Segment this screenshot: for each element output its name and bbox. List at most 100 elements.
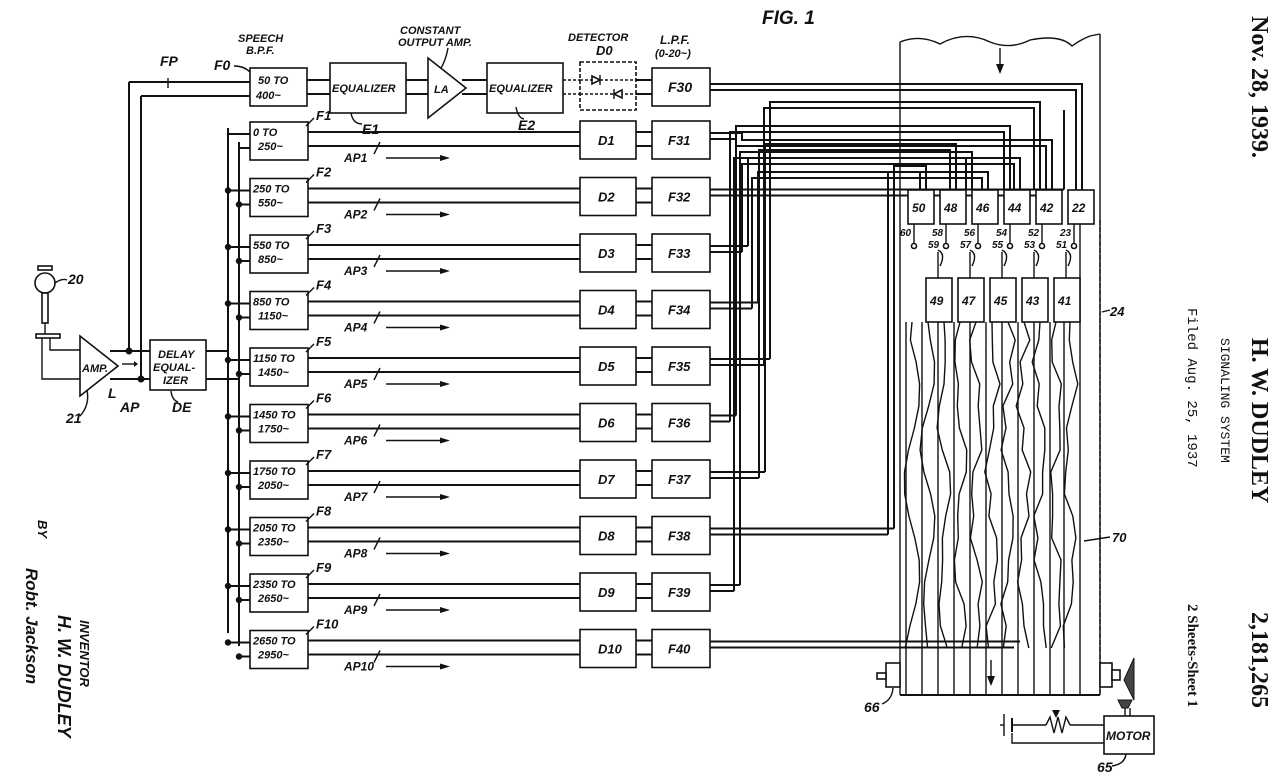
- delay-equalizer-ref: DE: [172, 399, 192, 415]
- recorded-trace: [968, 321, 984, 649]
- equalizer-1-ref: E1: [362, 121, 379, 137]
- routing-wires: [729, 101, 1065, 643]
- amplifier-label: AMP.: [81, 363, 108, 375]
- equalizer-2-ref: E2: [518, 117, 535, 133]
- bandpass-filter-box: [249, 460, 309, 500]
- recorded-trace: [1000, 321, 1016, 649]
- filter-ref: F4: [316, 278, 332, 293]
- recorder-unit-label: 41: [1057, 294, 1072, 308]
- stylus-ref-lower: 59: [928, 240, 940, 251]
- filter-ref: F7: [316, 447, 332, 462]
- junction-dot: [224, 243, 232, 251]
- recorder-lower-unit: [1021, 277, 1049, 323]
- bandpass-filter-box: [249, 121, 309, 161]
- recorder-upper-unit: [1067, 189, 1095, 225]
- detector-box: [579, 346, 637, 386]
- stylus-ref-upper: 54: [996, 228, 1008, 239]
- arrow-head: [440, 324, 450, 331]
- ap-label: AP2: [343, 208, 368, 222]
- routing-wire: [758, 149, 951, 478]
- speech-bpf-box: [249, 67, 308, 107]
- constant-amp-title-1: CONSTANT: [400, 25, 462, 37]
- lowpass-filter-label: F36: [668, 416, 691, 431]
- stylus-ref-upper: 23: [1059, 228, 1072, 239]
- recorded-trace: [919, 321, 936, 649]
- detector-label: D9: [598, 585, 615, 600]
- microphone: [34, 265, 61, 339]
- arrow-head: [440, 211, 450, 218]
- ap-label: AP1: [343, 151, 368, 165]
- filter-ref: F10: [316, 617, 339, 632]
- lowpass-filter-box: [651, 289, 711, 330]
- bandpass-filter-box: [249, 629, 309, 670]
- filter-range-from: 0 TO: [253, 127, 278, 139]
- constant-amp-title-2: OUTPUT AMP.: [398, 37, 472, 49]
- detector-label: D10: [598, 642, 623, 657]
- detector-box: [579, 120, 637, 160]
- detector-label: D8: [598, 529, 615, 544]
- recorder-lower-unit: [989, 277, 1017, 323]
- filter-range-to: 550~: [258, 198, 283, 210]
- recorder-lower-unit: [1053, 277, 1081, 323]
- delay-equalizer-line-2: EQUAL-: [153, 362, 196, 374]
- junction-dot: [224, 187, 232, 194]
- delay-equalizer-line-1: DELAY: [158, 349, 196, 361]
- ap-label: AP3: [343, 264, 368, 278]
- lowpass-filter-label: F33: [668, 246, 691, 261]
- recorder-unit-label: 42: [1039, 201, 1054, 215]
- arrow-head: [440, 381, 450, 387]
- lpf-f30-label: F30: [668, 79, 692, 95]
- filter-ref: F9: [316, 560, 332, 575]
- filter-range-from: 550 TO: [253, 240, 290, 252]
- speech-bpf-title-2: B.P.F.: [246, 45, 275, 57]
- recorder-unit-label: 44: [1007, 201, 1022, 215]
- stylus-ref-upper: 56: [964, 228, 976, 239]
- filter-ref: F3: [316, 221, 332, 236]
- header-sheets: 2 Sheets-Sheet 1: [1184, 604, 1200, 707]
- recorder-unit-label: 48: [943, 201, 958, 215]
- ap-label: AP9: [343, 603, 368, 617]
- filter-ref: F8: [316, 504, 332, 519]
- recorder-unit-label: 49: [929, 294, 944, 308]
- lowpass-filter-label: F39: [668, 585, 691, 600]
- tape-direction-arrow-top: [996, 64, 1004, 74]
- filter-range-to: 2650~: [257, 593, 289, 605]
- recorder-units: 5060485846564454425222234959475745554353…: [900, 189, 1095, 323]
- junction-dot: [224, 526, 232, 533]
- recorder-unit-label: 43: [1025, 294, 1040, 308]
- junction-dot: [224, 582, 232, 590]
- routing-wire: [735, 125, 1011, 416]
- routing-wire: [739, 151, 973, 585]
- lowpass-filter-label: F38: [668, 529, 691, 544]
- microphone-ref: 20: [67, 271, 84, 287]
- filter-ref: F5: [316, 334, 332, 349]
- constant-amp-label: LA: [434, 84, 449, 96]
- arrow-head: [440, 663, 450, 670]
- header-subject: SIGNALING SYSTEM: [1217, 338, 1232, 463]
- roller-ref: 66: [864, 699, 880, 715]
- stylus-arm: [969, 249, 976, 267]
- speech-bpf-ref: F0: [214, 57, 231, 73]
- filter-range-from: 2050 TO: [252, 523, 296, 535]
- stylus-pivot: [910, 242, 918, 250]
- stylus-ref-lower: 53: [1024, 240, 1036, 251]
- bandpass-filter-box: [249, 403, 309, 444]
- mic-lead-lower: [41, 338, 80, 380]
- bandpass-filter-box: [249, 177, 309, 218]
- motor-ref: 65: [1097, 759, 1113, 775]
- junction-dot: [235, 314, 243, 321]
- junction-dot: [224, 300, 232, 307]
- header-filed: Filed Aug. 25, 1937: [1183, 308, 1199, 468]
- line-ref: L: [108, 385, 117, 401]
- stylus-ref-upper: 60: [900, 228, 912, 239]
- frame-ref: 24: [1109, 304, 1125, 319]
- lpf-title-1: L.P.F.: [660, 33, 690, 47]
- detector-label: D7: [598, 472, 615, 487]
- lowpass-filter-box: [651, 176, 711, 217]
